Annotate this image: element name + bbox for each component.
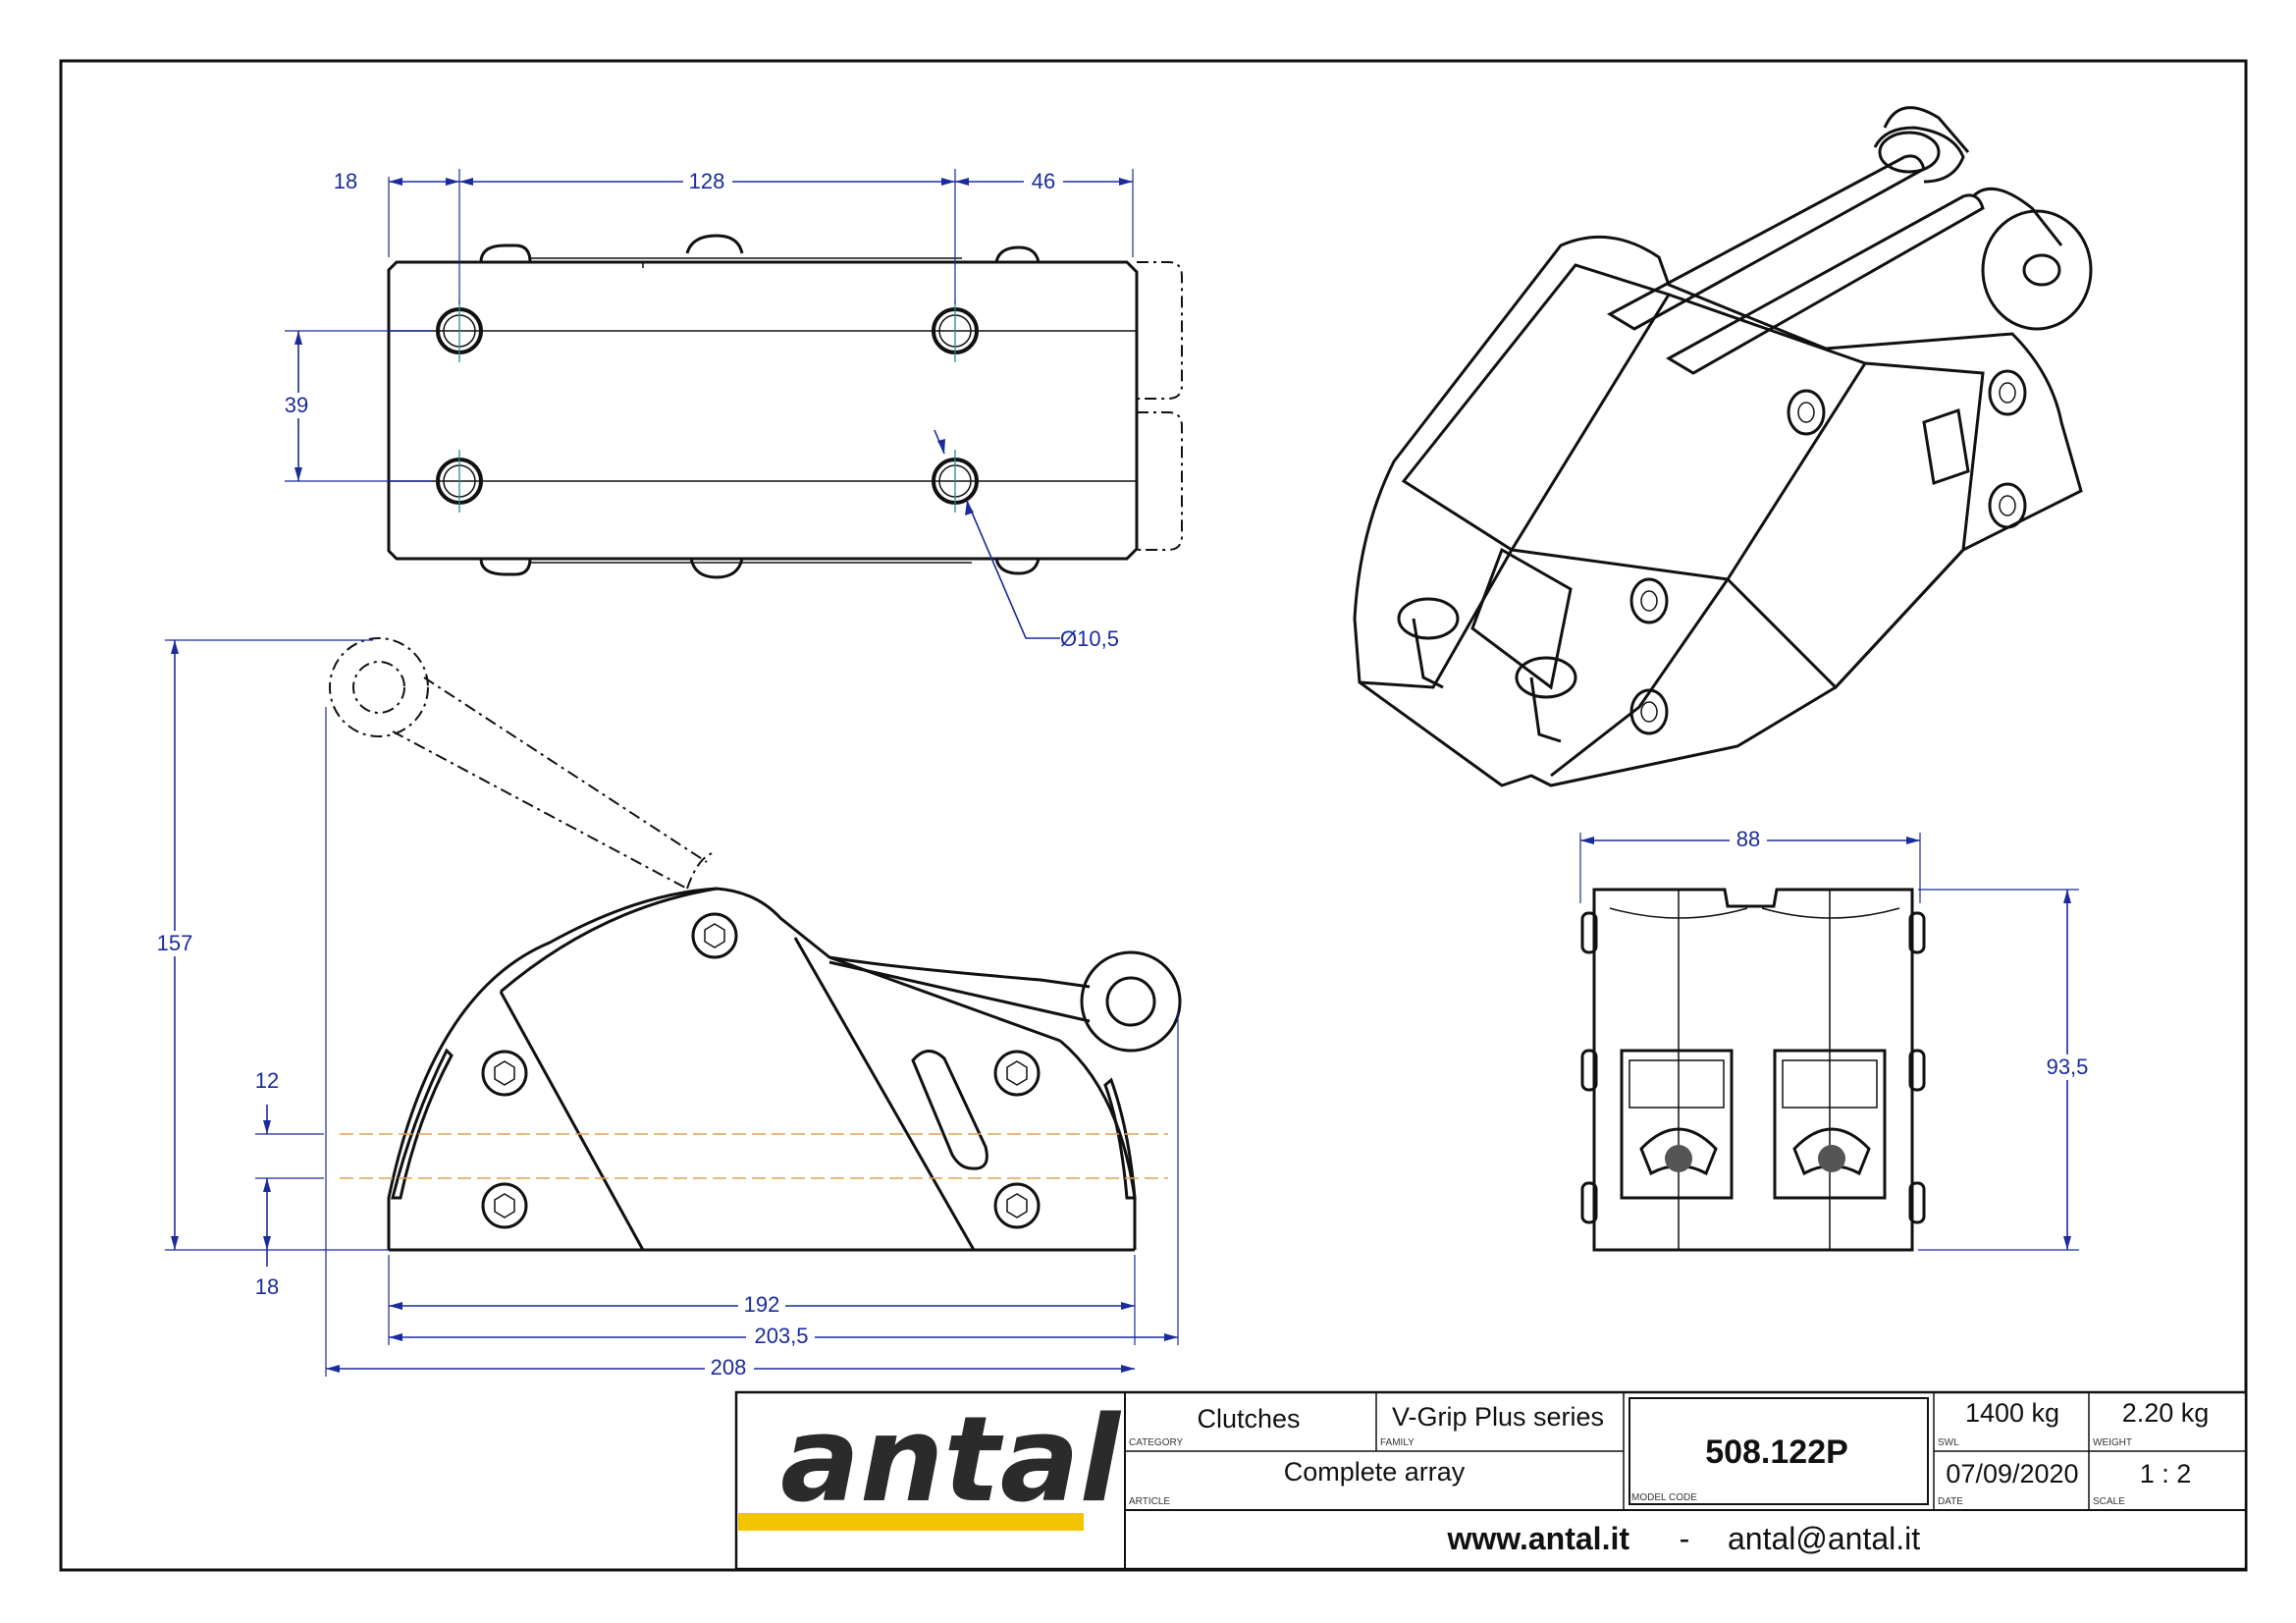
weight-label: WEIGHT	[2093, 1437, 2132, 1448]
date-value: 07/09/2020	[1946, 1459, 2078, 1488]
iso-screw	[1629, 577, 1669, 624]
screw	[993, 1182, 1041, 1229]
jaw-left	[1620, 1049, 1734, 1200]
scale-label: SCALE	[2093, 1496, 2125, 1507]
contact-separator: -	[1680, 1521, 1690, 1556]
screw	[481, 1182, 528, 1229]
dim-203: 203,5	[754, 1324, 808, 1348]
category-value: Clutches	[1197, 1404, 1300, 1434]
iso-screw	[1988, 369, 2027, 416]
swl-value: 1400 kg	[1965, 1398, 2059, 1428]
dim-157: 157	[157, 931, 193, 955]
jaw-right	[1773, 1049, 1887, 1200]
isometric-view	[1353, 106, 2093, 787]
iso-screw	[1988, 482, 2027, 529]
family-label: FAMILY	[1380, 1437, 1415, 1448]
email-link[interactable]: antal@antal.it	[1728, 1521, 1920, 1556]
article-label: ARTICLE	[1129, 1496, 1170, 1507]
logo-bar	[738, 1513, 1084, 1531]
screw	[481, 1050, 528, 1097]
date-label: DATE	[1938, 1496, 1963, 1507]
dim-39: 39	[285, 393, 308, 417]
dim-128: 128	[689, 169, 725, 193]
front-view: 88 93,5	[1579, 827, 2097, 1252]
swl-label: SWL	[1938, 1437, 1959, 1448]
dim-18-side: 18	[255, 1274, 279, 1299]
iso-screw	[1787, 389, 1826, 436]
brand-logo: antal	[780, 1392, 1122, 1529]
mounting-hole	[932, 450, 979, 513]
dim-192: 192	[744, 1292, 780, 1317]
family-value: V-Grip Plus series	[1392, 1402, 1604, 1432]
dim-46: 46	[1032, 169, 1055, 193]
mounting-hole	[932, 299, 979, 362]
dim-93-5: 93,5	[2047, 1055, 2089, 1079]
screw	[691, 912, 738, 959]
website-link[interactable]: www.antal.it	[1447, 1521, 1630, 1556]
mounting-hole	[436, 450, 483, 513]
model-code-value: 508.122P	[1705, 1434, 1848, 1471]
category-label: CATEGORY	[1129, 1437, 1184, 1448]
side-view: 157 12 18 192 203,5 208	[149, 637, 1182, 1380]
iso-screw	[1629, 688, 1669, 735]
dim-88: 88	[1736, 827, 1760, 851]
top-view: 18 128 46 39 Ø10,5	[279, 169, 1183, 651]
title-block: antal Clutches CATEGORY V-Grip Plus seri…	[734, 1390, 2248, 1571]
weight-value: 2.20 kg	[2122, 1398, 2210, 1428]
dim-diameter: Ø10,5	[1060, 626, 1119, 651]
article-value: Complete array	[1284, 1457, 1466, 1487]
model-code-label: MODEL CODE	[1631, 1492, 1697, 1503]
mounting-hole	[436, 299, 483, 362]
dim-12: 12	[255, 1068, 279, 1093]
dim-18-top: 18	[334, 169, 357, 193]
dim-208: 208	[711, 1355, 747, 1380]
scale-value: 1 : 2	[2140, 1459, 2192, 1488]
screw	[993, 1050, 1041, 1097]
